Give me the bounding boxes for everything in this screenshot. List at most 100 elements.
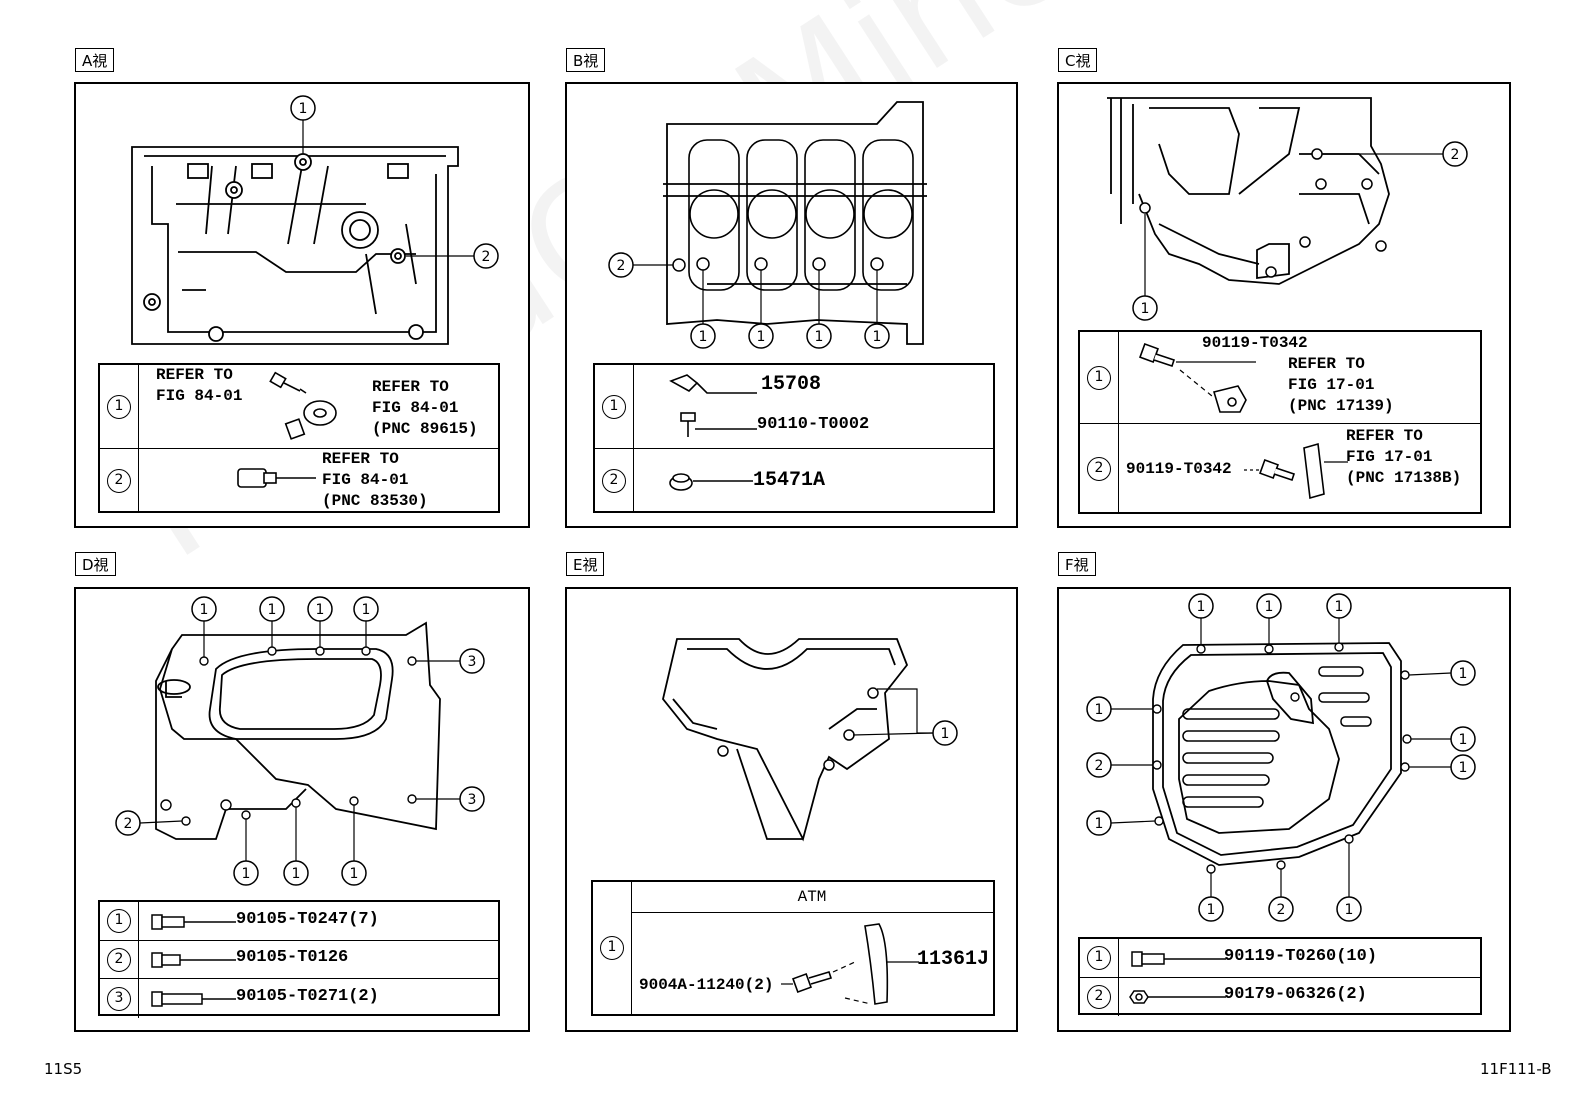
refer-text-pnc-17138b: REFER TO FIG 17-01 (PNC 17138B) — [1346, 427, 1462, 487]
part-code-15708: 15708 — [761, 373, 822, 396]
svg-text:2: 2 — [1095, 758, 1104, 774]
svg-text:1: 1 — [757, 329, 766, 345]
bolt-icon — [151, 952, 236, 968]
row-number-1: 1 — [107, 394, 131, 419]
view-e-legend: 1 ATM 9004A-11240(2) 11361J — [591, 880, 995, 1016]
view-e-drawing: 1 — [662, 638, 958, 842]
part-code-90179-06326: 90179-06326(2) — [1224, 985, 1367, 1004]
svg-text:3: 3 — [468, 654, 477, 670]
svg-text:1: 1 — [200, 602, 209, 618]
callout-1: 1 — [1450, 754, 1476, 780]
legend-row-2: 2 90179-06326(2) — [1080, 978, 1480, 1016]
callout-3: 3 — [459, 648, 485, 674]
view-a-legend: 1 REFER TO FIG 84-01 REFER TO FIG 84-01 … — [98, 363, 500, 513]
callout-1: 1 — [1188, 593, 1214, 619]
callout-2: 2 — [1086, 752, 1112, 778]
svg-text:1: 1 — [873, 329, 882, 345]
bolt-icon — [151, 991, 236, 1007]
row-number-2: 2 — [602, 469, 626, 493]
refer-text: REFER TO FIG 84-01 — [156, 366, 243, 405]
view-a-drawing: 1 2 — [131, 95, 499, 345]
svg-text:1: 1 — [242, 866, 251, 882]
svg-text:3: 3 — [468, 792, 477, 808]
callout-1: 1 — [1132, 295, 1158, 321]
callout-1: 1 — [932, 720, 958, 746]
svg-text:2: 2 — [124, 816, 133, 832]
legend-row-1: 1 90119-T0342 REFER TO FIG 17-01 (PNC 17… — [1080, 332, 1480, 424]
row-number-1: 1 — [1087, 946, 1111, 970]
callout-1: 1 — [290, 95, 316, 121]
callout-1: 1 — [341, 860, 367, 886]
callout-1: 1 — [233, 860, 259, 886]
svg-text:1: 1 — [1095, 702, 1104, 718]
callout-2: 2 — [473, 243, 499, 269]
part-code-90105-t0271: 90105-T0271(2) — [236, 987, 379, 1006]
view-b-panel: 1 1 1 1 2 1 — [565, 82, 1018, 528]
legend-row-2: 2 90119-T0342 REFER TO FIG 17-01 (PNC 17… — [1080, 424, 1480, 514]
part-code-90105-t0126: 90105-T0126 — [236, 948, 349, 967]
legend-row-1: 1 REFER TO FIG 84-01 REFER TO FIG 84-01 … — [100, 365, 498, 449]
callout-3: 3 — [459, 786, 485, 812]
row-number-1: 1 — [602, 394, 626, 419]
knock-sensor-icon — [269, 371, 337, 440]
callout-2: 2 — [115, 810, 141, 836]
callout-1: 1 — [806, 323, 832, 349]
view-b-legend: 1 15708 90110-T0002 2 — [593, 363, 995, 513]
callout-1: 1 — [259, 596, 285, 622]
part-code-15471a: 15471A — [753, 469, 826, 492]
svg-text:2: 2 — [1451, 147, 1460, 163]
svg-text:1: 1 — [1459, 760, 1468, 776]
svg-text:1: 1 — [941, 726, 950, 742]
view-d-legend: 1 90105-T0247(7) 2 90105-T0126 3 90105-T… — [98, 900, 500, 1018]
callout-1: 1 — [353, 596, 379, 622]
svg-text:1: 1 — [815, 329, 824, 345]
footer-left-code: 11S5 — [44, 1060, 83, 1078]
svg-text:1: 1 — [1345, 902, 1354, 918]
view-a-panel: 1 2 1 REFER TO FIG 84-01 REFER TO FIG 84… — [74, 82, 530, 528]
row-number-2: 2 — [107, 469, 131, 493]
cover-bolt-icon — [781, 923, 919, 1005]
svg-text:1: 1 — [1197, 599, 1206, 615]
view-b-label: B視 — [566, 48, 606, 72]
callout-1: 1 — [1256, 593, 1282, 619]
callout-2: 2 — [1268, 896, 1294, 922]
callout-1: 1 — [1326, 593, 1352, 619]
refer-text-pnc-89615: REFER TO FIG 84-01 (PNC 89615) — [372, 378, 478, 438]
svg-text:1: 1 — [299, 101, 308, 117]
callout-1: 1 — [690, 323, 716, 349]
part-code-90110-t0002: 90110-T0002 — [757, 415, 870, 434]
part-code-90105-t0247: 90105-T0247(7) — [236, 910, 379, 929]
callout-1: 1 — [748, 323, 774, 349]
callout-1: 1 — [1450, 726, 1476, 752]
refer-text-pnc-83530: REFER TO FIG 84-01 (PNC 83530) — [322, 450, 428, 510]
svg-text:1: 1 — [1141, 301, 1150, 317]
svg-text:1: 1 — [268, 602, 277, 618]
oil-jet-icon — [669, 374, 757, 437]
callout-2: 2 — [608, 252, 634, 278]
row-number-2: 2 — [1087, 457, 1111, 481]
svg-text:1: 1 — [1459, 732, 1468, 748]
view-c-drawing: 2 1 — [1107, 97, 1468, 321]
part-code-90119-t0260: 90119-T0260(10) — [1224, 947, 1378, 966]
legend-row-2: 2 15471A — [595, 449, 993, 513]
legend-row-1: 1 90119-T0260(10) — [1080, 939, 1480, 978]
row-number-2: 2 — [1087, 985, 1111, 1009]
row-number-1: 1 — [600, 936, 624, 960]
callout-1: 1 — [1086, 696, 1112, 722]
view-e-panel: 1 1 ATM 9004A-11240(2) 11361J — [565, 587, 1018, 1032]
row-number-3: 3 — [107, 986, 131, 1011]
svg-text:1: 1 — [1207, 902, 1216, 918]
bolt-plate-icon — [1244, 442, 1348, 500]
svg-text:1: 1 — [1265, 599, 1274, 615]
oil-pressure-switch-icon — [237, 468, 316, 488]
callout-1: 1 — [307, 596, 333, 622]
svg-text:1: 1 — [1335, 599, 1344, 615]
legend-row-2: 2 90105-T0126 — [100, 941, 498, 979]
callout-1: 1 — [1450, 660, 1476, 686]
view-d-panel: 1 1 1 1 3 3 2 1 — [74, 587, 530, 1032]
svg-text:2: 2 — [1277, 902, 1286, 918]
row-number-1: 1 — [1087, 365, 1111, 390]
svg-text:2: 2 — [617, 258, 626, 274]
legend-row-2: 2 REFER TO FIG 84-01 (PNC 83530) — [100, 449, 498, 513]
svg-text:1: 1 — [1095, 816, 1104, 832]
